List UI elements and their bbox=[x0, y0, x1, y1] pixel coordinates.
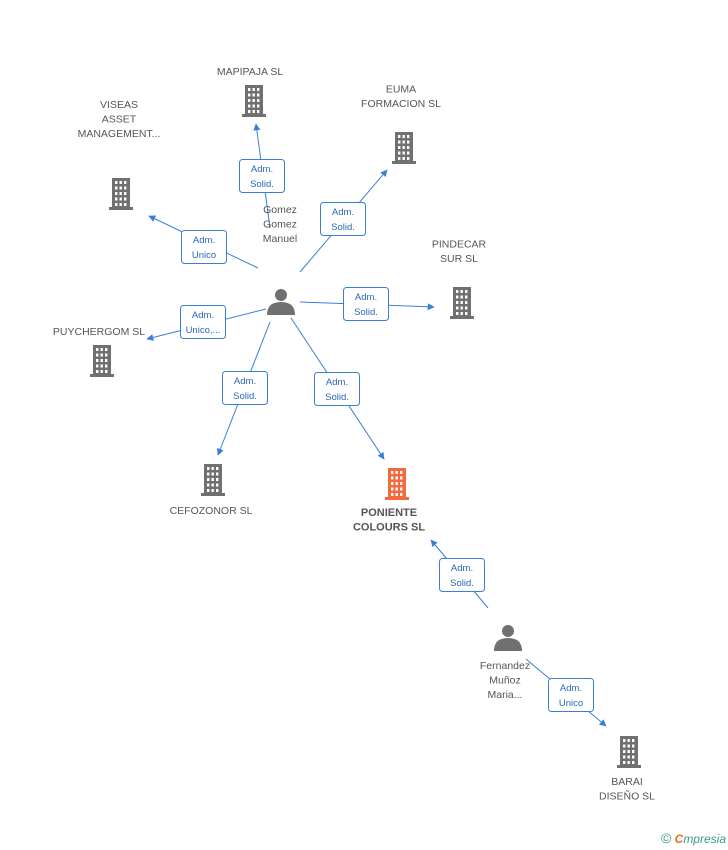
copyright-symbol: © bbox=[660, 830, 672, 846]
role-text: Adm. bbox=[355, 292, 377, 303]
poniente-label-line: PONIENTE bbox=[361, 507, 417, 519]
brand-initial: C bbox=[674, 832, 684, 846]
role-text: Adm. bbox=[192, 310, 214, 321]
role-text: Adm. bbox=[193, 235, 215, 246]
pindecar-building-icon[interactable] bbox=[450, 287, 474, 319]
role-badge-poniente[interactable]: Adm. Solid. bbox=[439, 558, 485, 592]
role-text: Solid. bbox=[354, 307, 378, 318]
gomez-label-line: Gomez bbox=[263, 204, 297, 216]
cefozonor-building-icon[interactable] bbox=[201, 464, 225, 496]
viseas-label-line: MANAGEMENT... bbox=[78, 128, 161, 140]
role-badge-poniente[interactable]: Adm. Solid. bbox=[314, 372, 360, 406]
role-text: Adm. bbox=[560, 683, 582, 694]
role-badge-euma[interactable]: Adm. Solid. bbox=[320, 202, 366, 236]
viseas-label-line: VISEAS bbox=[100, 99, 138, 111]
role-text: Solid. bbox=[325, 392, 349, 403]
role-text: Adm. bbox=[451, 563, 473, 574]
euma-label-line: EUMA bbox=[386, 84, 416, 96]
barai-label-line: DISEÑO SL bbox=[599, 790, 655, 803]
role-badge-cefozonor[interactable]: Adm. Solid. bbox=[222, 371, 268, 405]
role-text: Solid. bbox=[450, 578, 474, 589]
euma-building-icon[interactable] bbox=[392, 132, 416, 164]
role-text: Unico bbox=[192, 250, 216, 261]
role-text: Adm. bbox=[251, 164, 273, 175]
role-badge-viseas[interactable]: Adm. Unico bbox=[181, 230, 227, 264]
role-text: Adm. bbox=[326, 377, 348, 388]
role-text: Adm. bbox=[234, 376, 256, 387]
pindecar-label-line: PINDECAR bbox=[432, 239, 487, 251]
role-text: Unico bbox=[559, 698, 583, 709]
poniente-building-icon[interactable] bbox=[385, 468, 409, 500]
puychergom-label-line: PUYCHERGOM SL bbox=[53, 326, 145, 338]
gomez-label-line: Gomez bbox=[263, 219, 297, 231]
viseas-label-line: ASSET bbox=[102, 114, 137, 126]
role-badge-barai[interactable]: Adm. Unico bbox=[548, 678, 594, 712]
nodes-layer: MAPIPAJA SL EUMA FORMACION SL VISEAS ASSET MA… bbox=[53, 66, 655, 803]
mapipaja-building-icon[interactable] bbox=[242, 85, 266, 117]
poniente-label-line: COLOURS SL bbox=[353, 522, 425, 534]
edges-layer bbox=[146, 123, 607, 727]
cefozonor-label-line: CEFOZONOR SL bbox=[170, 505, 253, 517]
role-text: Solid. bbox=[233, 391, 257, 402]
role-badge-puychergom[interactable]: Adm. Unico,... bbox=[180, 305, 226, 339]
viseas-building-icon[interactable] bbox=[109, 178, 133, 210]
pindecar-label-line: SUR SL bbox=[440, 253, 478, 265]
fernandez-label-line: Muñoz bbox=[489, 675, 521, 687]
mapipaja-label-line: MAPIPAJA SL bbox=[217, 66, 283, 78]
role-text: Solid. bbox=[250, 179, 274, 190]
role-badge-mapipaja[interactable]: Adm. Solid. bbox=[239, 159, 285, 193]
role-text: Solid. bbox=[331, 222, 355, 233]
brand-name: mpresia bbox=[683, 832, 726, 846]
fernandez-label-line: Maria... bbox=[487, 689, 522, 701]
euma-label-line: FORMACION SL bbox=[361, 98, 441, 110]
gomez-person-icon[interactable] bbox=[267, 289, 295, 315]
fernandez-person-icon[interactable] bbox=[494, 625, 522, 651]
footer-brand: © Cmpresia bbox=[661, 830, 726, 846]
role-text: Unico,... bbox=[186, 325, 221, 336]
barai-building-icon[interactable] bbox=[617, 736, 641, 768]
fernandez-label-line: Fernandez bbox=[480, 660, 530, 672]
barai-label-line: BARAI bbox=[611, 776, 643, 788]
puychergom-building-icon[interactable] bbox=[90, 345, 114, 377]
gomez-label-line: Manuel bbox=[263, 233, 297, 245]
role-badge-pindecar[interactable]: Adm. Solid. bbox=[343, 287, 389, 321]
roles-layer: Adm.Solid.Adm.Solid.Adm.UnicoAdm.Solid.A… bbox=[180, 159, 594, 712]
role-text: Adm. bbox=[332, 207, 354, 218]
